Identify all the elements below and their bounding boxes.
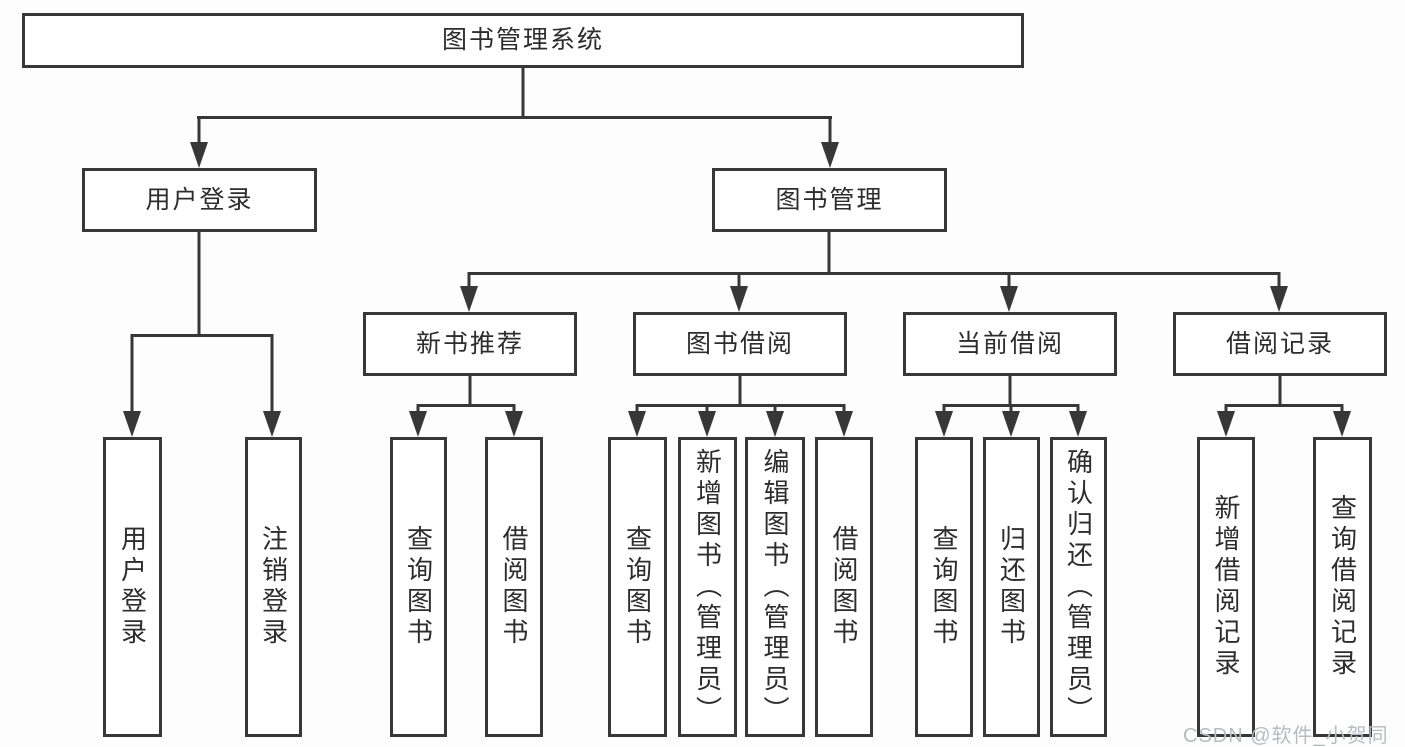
arrowhead-icon xyxy=(263,411,281,437)
node-leaf-query-books-3: 查询图书 xyxy=(915,437,973,737)
node-leaf-logout: 注销登录 xyxy=(245,437,302,737)
node-leaf-borrow-books-1: 借阅图书 xyxy=(485,437,543,737)
connector-line xyxy=(635,375,846,412)
node-leaf-edit-book-admin: 编辑图书（管理员） xyxy=(745,437,805,737)
connector-new-book-split xyxy=(409,375,523,437)
arrowhead-icon xyxy=(190,142,208,168)
node-leaf-return-books: 归还图书 xyxy=(983,437,1040,737)
connector-line xyxy=(1224,375,1344,412)
connector-book-management-split xyxy=(460,231,1288,312)
node-book-management: 图书管理 xyxy=(712,168,947,232)
connector-borrow-records-split xyxy=(1217,375,1351,437)
node-leaf-add-borrow-record: 新增借阅记录 xyxy=(1197,437,1255,737)
node-user-login: 用户登录 xyxy=(82,168,317,232)
arrowhead-icon xyxy=(835,411,853,437)
node-leaf-query-borrow-record: 查询借阅记录 xyxy=(1313,437,1372,737)
arrowhead-icon xyxy=(766,411,784,437)
arrowhead-icon xyxy=(123,411,141,437)
node-leaf-borrow-books-2: 借阅图书 xyxy=(815,437,873,737)
arrowhead-icon xyxy=(1002,411,1020,437)
arrowhead-icon xyxy=(730,286,748,312)
arrowhead-icon xyxy=(628,411,646,437)
arrowhead-icon xyxy=(1270,286,1288,312)
node-leaf-query-books-2: 查询图书 xyxy=(608,437,667,737)
node-borrow-records: 借阅记录 xyxy=(1173,312,1387,376)
arrowhead-icon xyxy=(935,411,953,437)
node-root: 图书管理系统 xyxy=(22,13,1024,68)
arrowhead-icon xyxy=(1069,411,1087,437)
connector-line xyxy=(130,231,274,412)
arrowhead-icon xyxy=(505,411,523,437)
node-leaf-confirm-return-admin: 确认归还（管理员） xyxy=(1050,437,1107,737)
arrowhead-icon xyxy=(460,286,478,312)
connector-line xyxy=(467,231,1281,287)
node-book-borrow: 图书借阅 xyxy=(633,312,847,376)
node-leaf-user-login: 用户登录 xyxy=(103,437,162,737)
node-new-book-recommend: 新书推荐 xyxy=(363,312,577,376)
arrowhead-icon xyxy=(1000,286,1018,312)
connector-line xyxy=(416,375,516,412)
arrowhead-icon xyxy=(1333,411,1351,437)
node-current-borrow: 当前借阅 xyxy=(903,312,1117,376)
connector-root-split xyxy=(190,67,839,168)
connector-current-borrow-split xyxy=(935,375,1087,437)
connector-line xyxy=(197,67,832,143)
connector-user-login-split xyxy=(123,231,281,437)
arrowhead-icon xyxy=(1217,411,1235,437)
connector-book-borrow-split xyxy=(628,375,853,437)
arrowhead-icon xyxy=(821,142,839,168)
node-leaf-query-books-1: 查询图书 xyxy=(390,437,447,737)
watermark: CSDN @软件_小贺同学 xyxy=(1183,725,1389,747)
arrowhead-icon xyxy=(409,411,427,437)
connector-line xyxy=(942,375,1080,412)
arrowhead-icon xyxy=(698,411,716,437)
node-leaf-add-book-admin: 新增图书（管理员） xyxy=(678,437,737,737)
